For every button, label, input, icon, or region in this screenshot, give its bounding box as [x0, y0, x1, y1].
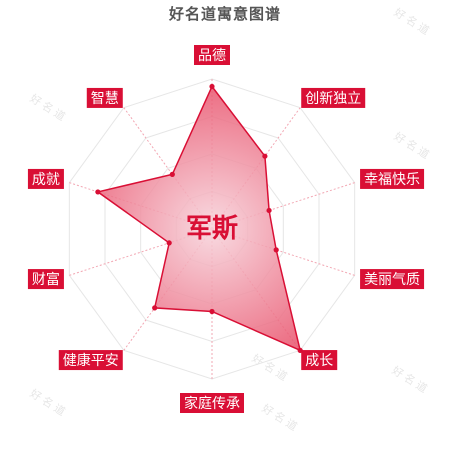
axis-label-text: 智慧: [91, 91, 119, 107]
axis-label-text: 健康平安: [63, 352, 119, 369]
axis-label-text: 成长: [305, 353, 333, 369]
axis-label-text: 创新独立: [305, 91, 361, 107]
axis-label-box: [194, 45, 230, 65]
data-point: [266, 207, 272, 214]
axis-label-box: [180, 393, 244, 413]
data-point: [95, 189, 101, 195]
axis-label: 成就: [27, 168, 64, 189]
axis-label: 财富: [27, 269, 64, 290]
axis-label-box: [27, 269, 64, 290]
axis-label: 成长: [301, 350, 338, 371]
axis-label-box: [360, 168, 425, 189]
axis-label-text: 幸福快乐: [364, 172, 420, 188]
axis-label-text: 家庭传承: [184, 395, 240, 412]
chart-title: 好名道寓意图谱: [168, 5, 281, 23]
data-point: [262, 153, 268, 159]
data-point: [166, 240, 172, 246]
data-point: [209, 308, 215, 315]
axis-label: 家庭传承: [180, 393, 244, 413]
axis-label-box: [58, 350, 123, 371]
axis-label: 美丽气质: [360, 269, 425, 290]
axis-label: 品德: [194, 45, 230, 65]
axis-label: 创新独立: [301, 87, 366, 108]
axis-label-text: 美丽气质: [364, 272, 420, 288]
data-point: [273, 247, 279, 253]
axis-label-box: [86, 87, 123, 108]
axis-label: 健康平安: [58, 350, 123, 371]
axis-label-text: 成就: [32, 172, 60, 188]
axis-label-box: [301, 350, 338, 371]
data-points: [95, 83, 303, 353]
axis-label: 幸福快乐: [360, 168, 425, 189]
data-point: [152, 305, 158, 311]
axis-label: 智慧: [86, 87, 123, 108]
axis-label-box: [301, 87, 366, 108]
axis-label-box: [27, 168, 64, 189]
axis-label-text: 品德: [198, 48, 226, 64]
data-point: [169, 171, 175, 177]
data-point: [209, 83, 215, 90]
center-name: 军斯: [186, 214, 238, 244]
axis-label-box: [360, 269, 425, 290]
axis-label-text: 财富: [32, 271, 60, 288]
